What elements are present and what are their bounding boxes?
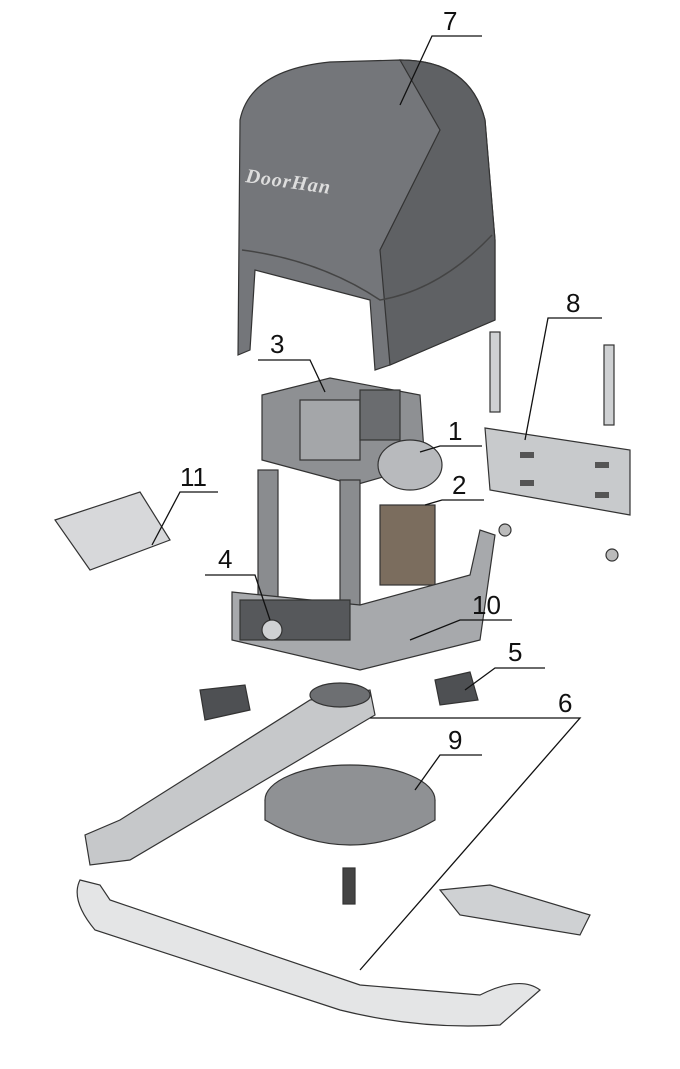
- callout-5: 5: [508, 637, 522, 667]
- callout-10: 10: [472, 590, 501, 620]
- stop-right-part: [434, 671, 479, 706]
- callout-2: 2: [452, 470, 466, 500]
- stop-left-part: [199, 684, 251, 721]
- cover-part: DoorHan: [237, 59, 496, 371]
- callout-8: 8: [566, 288, 580, 318]
- callout-6: 6: [558, 688, 572, 718]
- base-cover-part: [264, 764, 436, 905]
- callout-7: 7: [443, 6, 457, 36]
- mounting-bracket-part: [484, 331, 631, 562]
- key-board-part: [54, 491, 171, 571]
- callout-4: 4: [218, 544, 232, 574]
- lever-arm-part: [76, 682, 591, 1027]
- callout-3: 3: [270, 329, 284, 359]
- callout-11: 11: [180, 462, 207, 492]
- callout-1: 1: [448, 416, 462, 446]
- drive-unit-part: [231, 377, 496, 671]
- callouts: 7 8 3 1 2 11 4 10 5 6 9: [151, 6, 602, 971]
- callout-9: 9: [448, 725, 462, 755]
